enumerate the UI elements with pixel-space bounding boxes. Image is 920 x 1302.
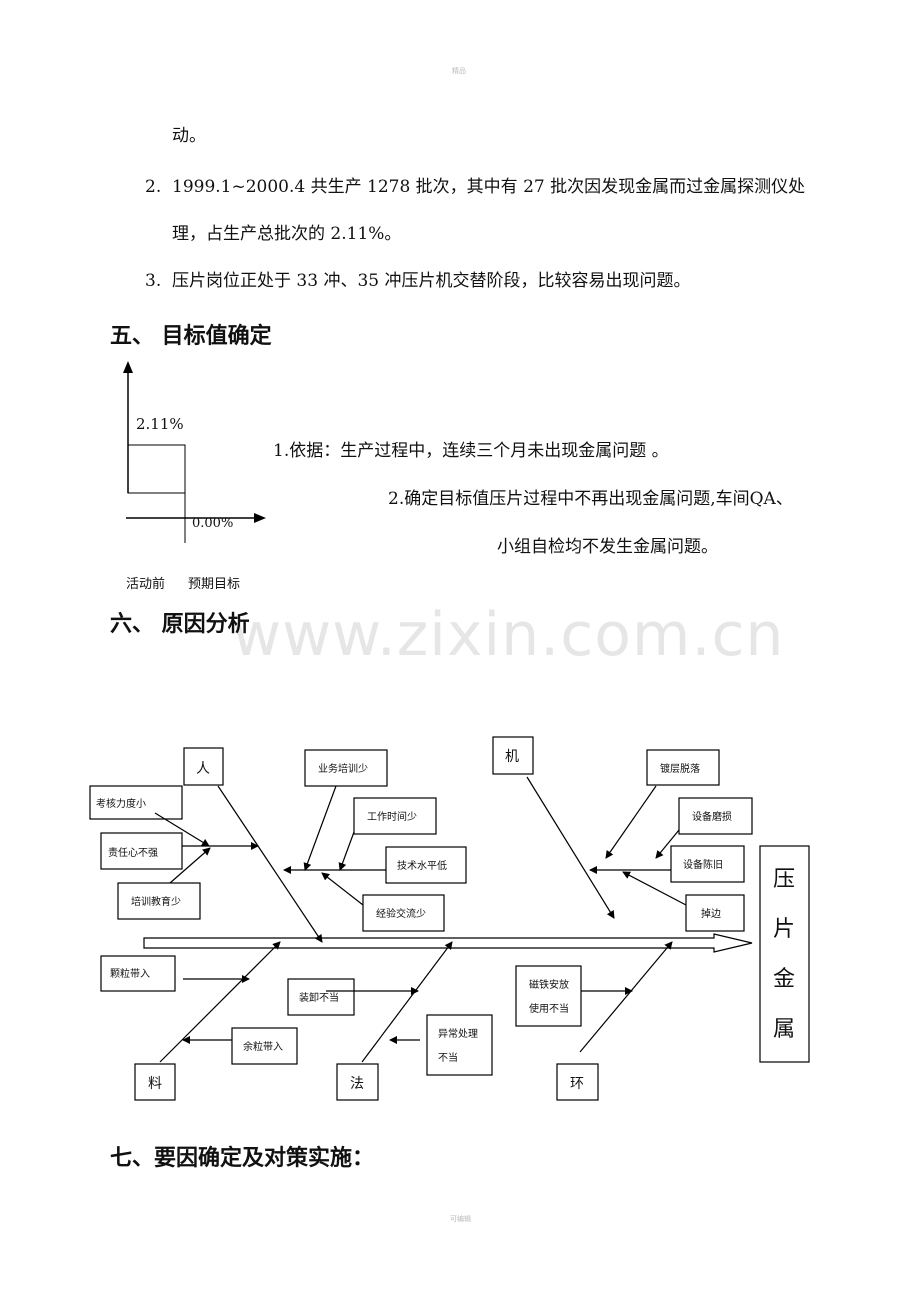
cause-box xyxy=(646,749,720,786)
category-label-material: 料 xyxy=(148,1076,162,1092)
list-item-number: 3. xyxy=(145,271,162,291)
cause-label: 磁铁安放 xyxy=(529,978,569,991)
bone-machine xyxy=(526,776,615,919)
cause-box xyxy=(515,965,582,1027)
cause-box xyxy=(89,785,183,820)
cause-label: 掉边 xyxy=(701,907,721,920)
fishbone-diagram: 考核力度小 责任心不强 培训教育少 业务培训少 工作时间少 技术水平低 经验交流… xyxy=(89,736,810,1101)
cause-label: 镀层脱落 xyxy=(660,762,700,775)
cause-label: 工作时间少 xyxy=(367,810,417,823)
bone-environment xyxy=(579,941,673,1053)
cause-label: 异常处理 xyxy=(438,1027,478,1040)
header-mark: 精品 xyxy=(452,67,466,75)
cause-label: 使用不当 xyxy=(529,1002,569,1015)
cause-label: 装卸不当 xyxy=(299,991,339,1004)
bar-before xyxy=(127,444,186,494)
cause-label: 培训教育少 xyxy=(131,895,181,908)
list-item-text-continued: 理，占生产总批次的 2.11%。 xyxy=(172,224,402,244)
cause-box xyxy=(426,1014,493,1076)
basis-text: 1.依据：生产过程中，连续三个月未出现金属问题 。 xyxy=(273,441,669,461)
effect-char: 压 xyxy=(773,867,795,892)
bone-material xyxy=(159,941,281,1063)
list-item-number: 2. xyxy=(145,177,162,197)
value-label: 2.11% xyxy=(136,415,184,433)
category-box-material xyxy=(134,1063,176,1101)
cause-box xyxy=(117,882,201,920)
cause-label: 经验交流少 xyxy=(376,907,426,920)
cause-box xyxy=(685,894,745,932)
bone-method xyxy=(361,941,453,1063)
category-label-environment: 环 xyxy=(570,1076,584,1092)
cause-label: 余粒带入 xyxy=(243,1040,283,1053)
effect-char: 属 xyxy=(773,1017,795,1042)
section-heading-countermeasures: 七、要因确定及对策实施： xyxy=(110,1146,375,1171)
cause-label: 不当 xyxy=(438,1051,458,1064)
bone-man xyxy=(217,785,323,943)
cause-label: 业务培训少 xyxy=(318,762,368,775)
cause-box xyxy=(304,749,388,787)
cause-box xyxy=(100,955,176,992)
list-item-text: 1999.1~2000.4 共生产 1278 批次，其中有 27 批次因发现金属… xyxy=(172,177,806,197)
goal-text-continued: 小组自检均不发生金属问题。 xyxy=(497,537,718,557)
watermark: www.zixin.com.cn xyxy=(232,600,785,670)
cause-label: 设备陈旧 xyxy=(683,858,723,871)
effect-char: 金 xyxy=(773,967,795,992)
cause-box xyxy=(670,845,745,883)
effect-box xyxy=(759,845,810,1063)
category-label: 预期目标 xyxy=(188,577,240,592)
cause-box xyxy=(353,797,437,835)
target-chart: 2.11% 0.00% 活动前 预期目标 xyxy=(123,361,266,592)
list-item-text: 压片岗位正处于 33 冲、35 冲压片机交替阶段，比较容易出现问题。 xyxy=(172,271,691,291)
value-label: 0.00% xyxy=(192,516,233,531)
category-label-man: 人 xyxy=(196,761,210,777)
cause-box xyxy=(100,832,183,870)
cause-label: 责任心不强 xyxy=(108,846,158,859)
category-box-method xyxy=(336,1063,379,1101)
continuation-text: 动。 xyxy=(172,126,206,146)
cause-box xyxy=(362,894,445,932)
cause-box xyxy=(385,846,467,884)
y-axis-arrow xyxy=(123,361,133,373)
cause-label: 颗粒带入 xyxy=(110,967,150,980)
category-box-environment xyxy=(556,1063,599,1101)
section-heading-target: 五、 目标值确定 xyxy=(110,324,272,349)
effect-char: 片 xyxy=(773,917,795,942)
cause-box xyxy=(287,978,355,1016)
category-label: 活动前 xyxy=(126,576,165,592)
goal-text: 2.确定目标值压片过程中不再出现金属问题,车间QA、 xyxy=(388,489,793,509)
cause-label: 技术水平低 xyxy=(397,859,447,872)
fishbone-spine xyxy=(143,933,753,953)
footer-mark: 可编辑 xyxy=(450,1215,471,1223)
category-box-machine xyxy=(492,736,534,775)
cause-label: 设备磨损 xyxy=(692,810,732,823)
cause-box xyxy=(231,1027,298,1065)
cause-label: 考核力度小 xyxy=(96,797,146,810)
category-label-machine: 机 xyxy=(505,749,519,765)
category-label-method: 法 xyxy=(350,1076,364,1092)
x-axis-arrow xyxy=(254,513,266,523)
category-box-man xyxy=(183,747,224,786)
cause-box xyxy=(678,797,753,835)
section-heading-cause-analysis: 六、 原因分析 xyxy=(110,612,250,637)
